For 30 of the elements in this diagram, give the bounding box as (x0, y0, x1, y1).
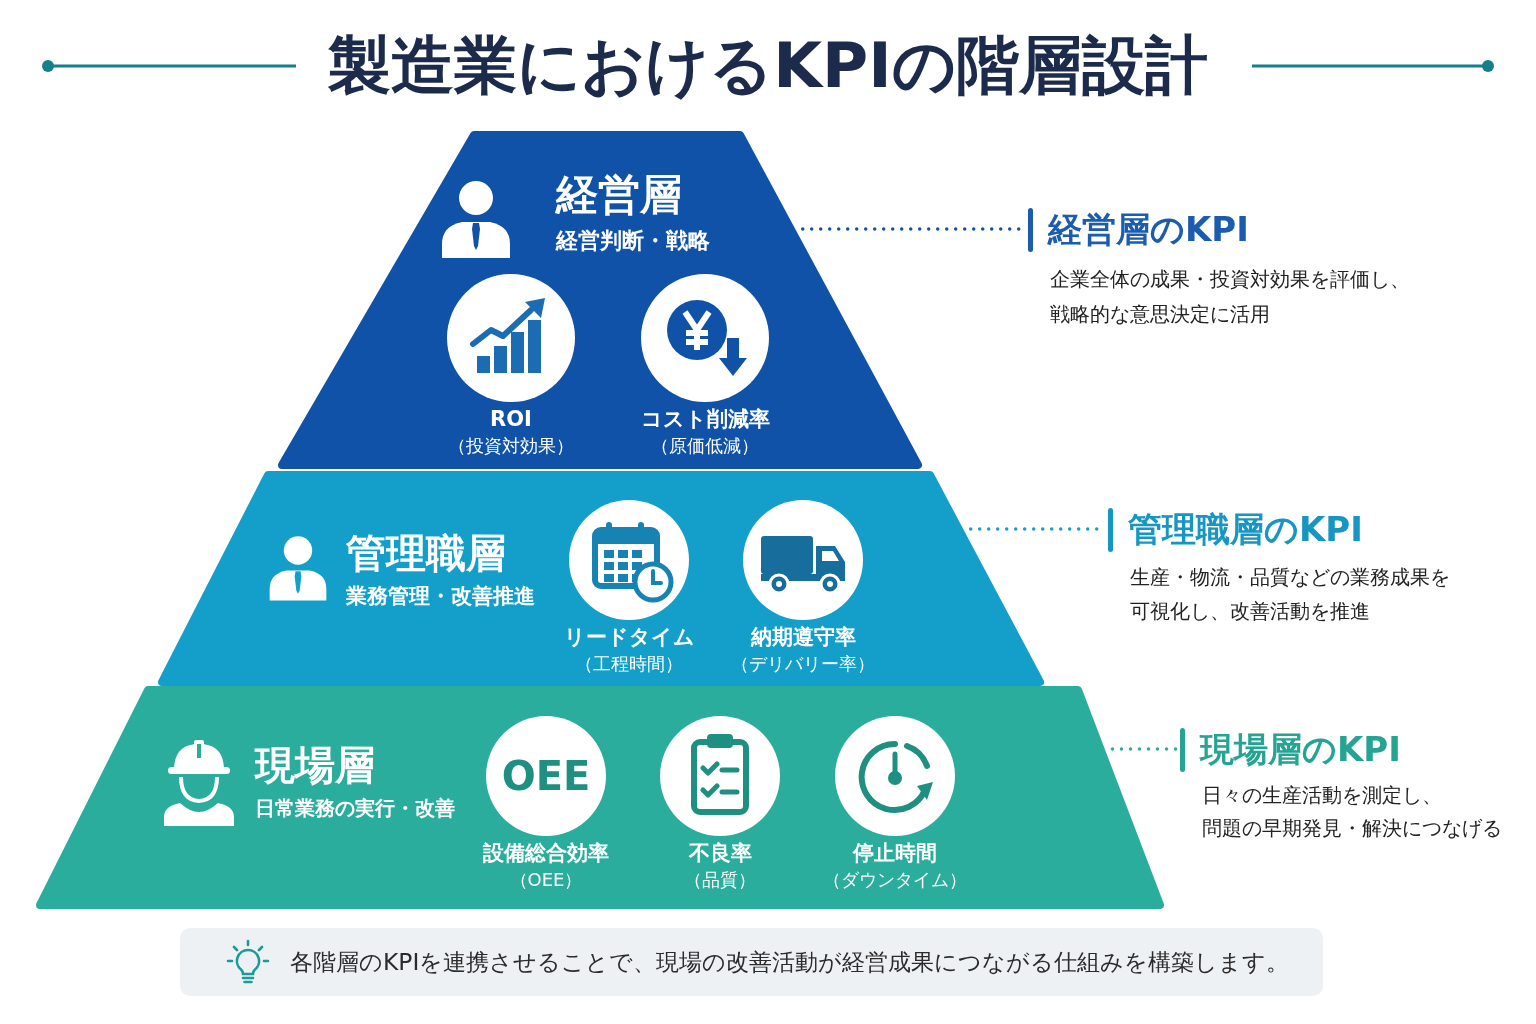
kpi-name: 設備総合効率 (483, 840, 609, 866)
kpi-heading: 経営層のKPI (1048, 208, 1249, 251)
kpi-description: 日々の生産活動を測定し、問題の早期発見・解決につなげる (1202, 782, 1503, 842)
kpi-note: （OEE） (509, 868, 583, 892)
kpi-name: 不良率 (688, 840, 752, 866)
kpi-name: リードタイム (563, 624, 695, 650)
kpi-name: 停止時間 (853, 840, 937, 866)
kpi-description: 生産・物流・品質などの業務成果を可視化し、改善活動を推進 (1130, 564, 1451, 625)
tier-subtitle: 経営判断・戦略 (556, 227, 710, 255)
note-text: 各階層のKPIを連携させることで、現場の改善活動が経営成果につながる仕組みを構築します。 (290, 947, 1290, 978)
kpi-heading: 現場層のKPI (1200, 728, 1401, 771)
kpi-name: コスト削減率 (640, 406, 770, 432)
kpi-heading: 管理職層のKPI (1128, 508, 1363, 551)
kpi-note: （デリバリー率） (731, 652, 875, 676)
note-panel (180, 928, 1323, 996)
tier-title: 現場層 (255, 741, 375, 790)
tier-title: 経営層 (556, 169, 682, 221)
kpi-name: 納期遵守率 (750, 624, 856, 650)
page-title: 製造業におけるKPIの階層設計 (328, 29, 1208, 102)
tier-title: 管理職層 (346, 529, 506, 578)
kpi-note: （投資対効果） (448, 434, 574, 458)
kpi-note: （原価低減） (651, 434, 759, 458)
kpi-note: （工程時間） (575, 652, 683, 676)
kpi-note: （品質） (684, 868, 756, 892)
tier-subtitle: 日常業務の実行・改善 (255, 795, 455, 822)
kpi-note: （ダウンタイム） (823, 868, 967, 892)
kpi-description: 企業全体の成果・投資対効果を評価し、戦略的な意思決定に活用 (1050, 266, 1411, 328)
tier-subtitle: 業務管理・改善推進 (346, 583, 535, 610)
leader-line (1110, 747, 1179, 751)
kpi-name: ROI (490, 406, 532, 432)
